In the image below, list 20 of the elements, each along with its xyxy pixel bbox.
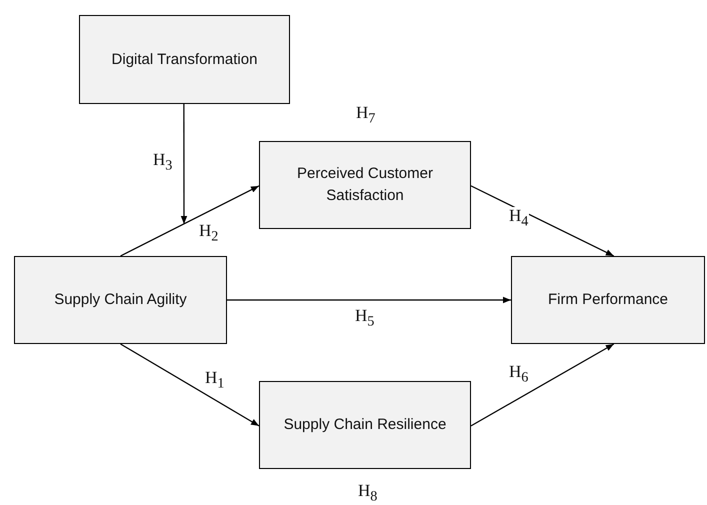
- arrow: [120, 343, 260, 426]
- arrow: [180, 104, 188, 224]
- construct-box: [14, 256, 227, 344]
- edge-label: H$_{6}$: [508, 363, 530, 385]
- arrow: [120, 185, 260, 257]
- arrow: [470, 185, 614, 257]
- arrow: [227, 296, 511, 304]
- node-text: Perceived Customer Satisfaction: [296, 164, 434, 206]
- arrow: [470, 343, 614, 426]
- construct-box: [79, 15, 290, 104]
- hypothesis-label: H$_{8}$: [357, 482, 378, 504]
- edge-label: H$_{3}$: [152, 151, 174, 173]
- construct-box: [259, 381, 471, 469]
- construct-box: [511, 256, 705, 344]
- construct-box: [259, 141, 471, 229]
- node-text: Digital Transformation: [112, 50, 258, 70]
- node-text: Firm Performance: [548, 290, 668, 310]
- node-text: Supply Chain Agility: [54, 290, 187, 310]
- node-text: Supply Chain Resilience: [284, 415, 446, 436]
- edge-label: H$_{5}$: [354, 307, 376, 329]
